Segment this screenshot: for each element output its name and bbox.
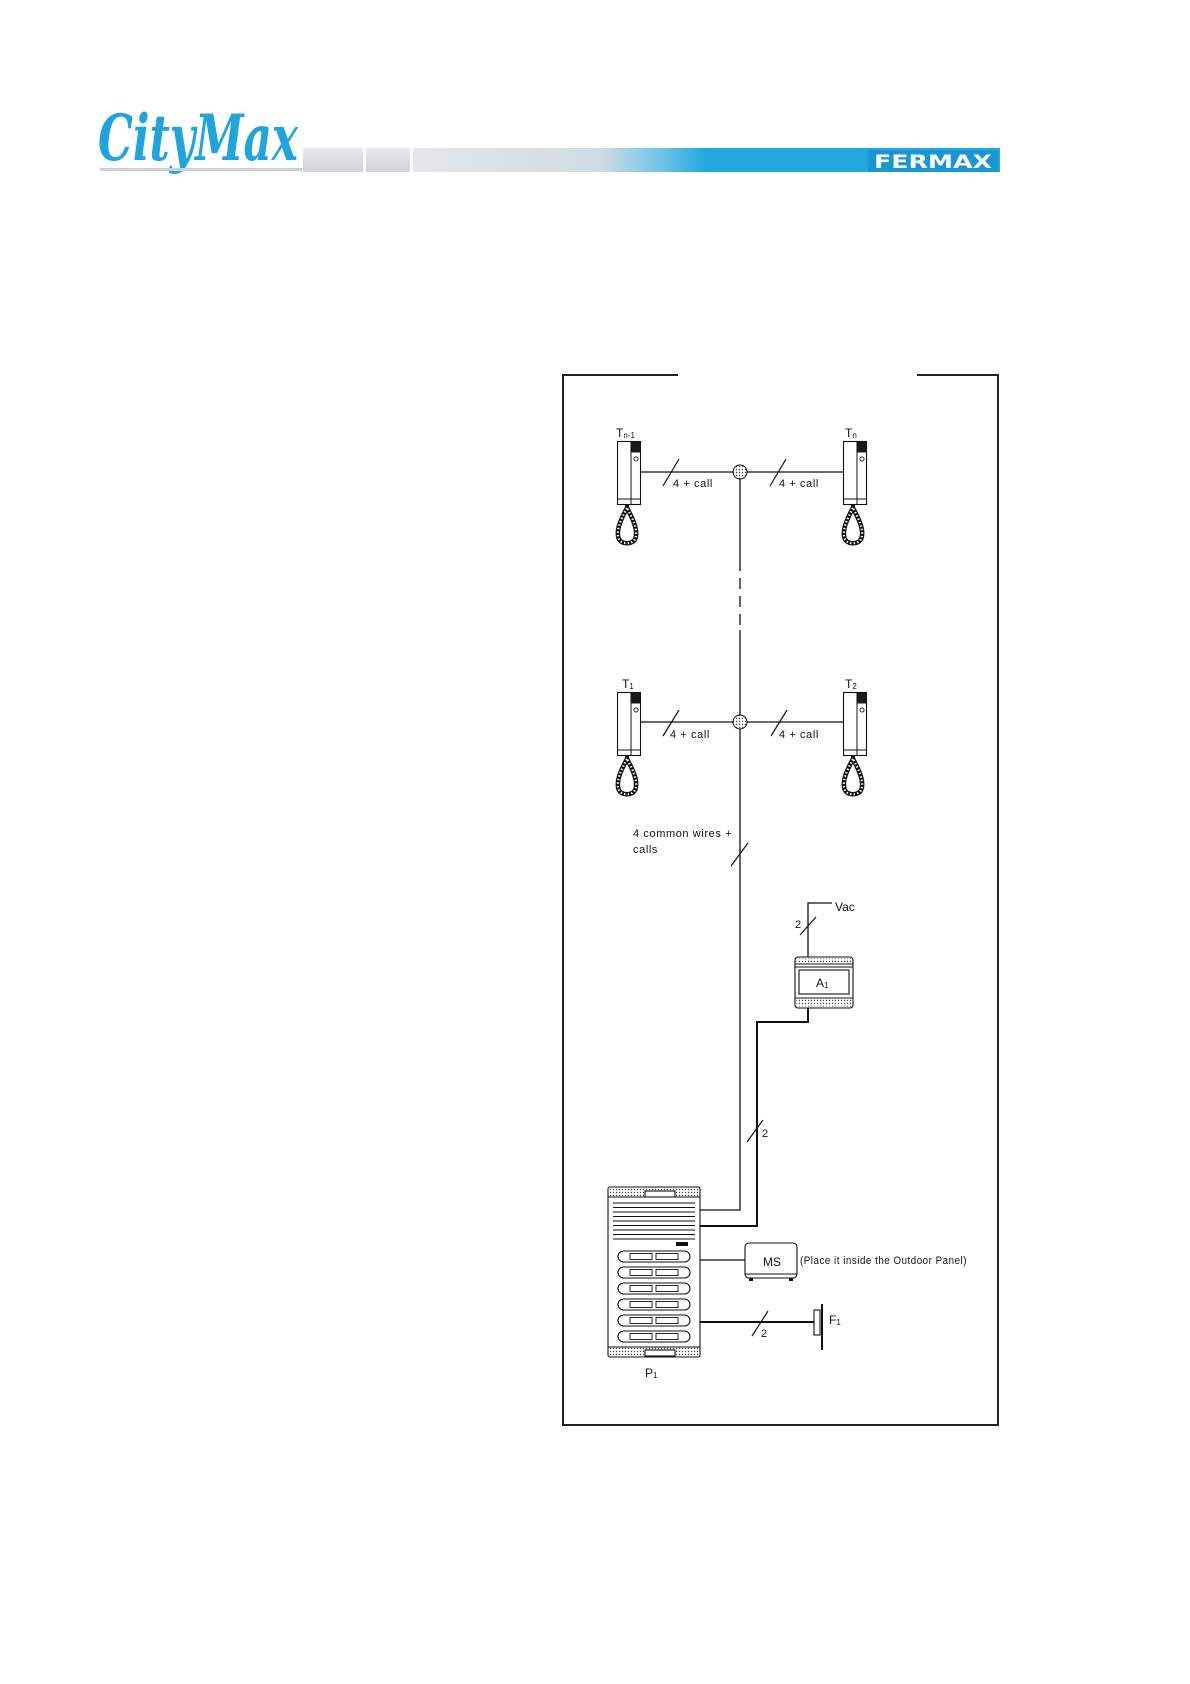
mains-wire-count: 2 [795, 919, 802, 931]
telephone-tn [844, 442, 867, 544]
fermax-logo: FERMAX [874, 151, 992, 173]
label-letter: P [645, 1366, 653, 1380]
label-t2: T2 [845, 677, 857, 691]
power-output-wire [700, 1008, 808, 1226]
power-supply-a1: A1 [795, 957, 853, 1008]
power-supply-top-vent [797, 959, 852, 964]
riser-label-line2: calls [633, 844, 658, 856]
call-button [618, 1331, 690, 1342]
lock-release-body [814, 1310, 820, 1335]
label-subscript: 1 [629, 682, 634, 691]
door-lock-wire-count: 2 [761, 1328, 768, 1340]
panel-button-row [618, 1283, 690, 1294]
logo-underline [100, 168, 302, 171]
riser-to-panel-wire [700, 729, 740, 1210]
telephone-tn-1 [618, 442, 641, 544]
call-button [618, 1283, 690, 1294]
header-bar-segment-2 [366, 148, 410, 172]
mains-input-label: Vac [835, 900, 855, 914]
power-output-wire-count: 2 [762, 1128, 769, 1140]
label-p1: P1 [645, 1366, 658, 1380]
label-subscript: 1 [653, 1371, 658, 1380]
header: CityMax FERMAX [98, 101, 1000, 176]
citymax-logo: CityMax [98, 101, 299, 176]
wire-label-tn: 4 + call [779, 478, 819, 490]
label-tn-1: Tn-1 [616, 426, 635, 440]
sound-module-label: MS [763, 1255, 781, 1269]
telephone-t2 [844, 693, 867, 795]
junction-box-upper [733, 465, 747, 479]
call-button [618, 1267, 690, 1278]
label-subscript: n-1 [623, 431, 635, 440]
panel-button-row [618, 1267, 690, 1278]
label-letter: F [829, 1313, 836, 1327]
sound-module-foot [789, 1278, 793, 1281]
label-tn: Tn [845, 426, 857, 440]
panel-button-row [618, 1315, 690, 1326]
mains-input-wire [808, 903, 832, 957]
junction-box-lower [733, 715, 747, 729]
power-supply-bottom-vent [797, 999, 852, 1007]
call-button [618, 1299, 690, 1310]
panel-button-row [618, 1251, 690, 1262]
panel-button-row [618, 1331, 690, 1342]
label-letter: A [816, 976, 824, 990]
panel-top-plate [645, 1191, 675, 1197]
label-subscript: 1 [824, 981, 829, 990]
label-subscript: n [852, 431, 856, 440]
panel-bottom-plate [645, 1350, 675, 1356]
door-lock-f1 [814, 1304, 822, 1350]
wire-label-tn-1: 4 + call [673, 478, 713, 490]
call-button [618, 1315, 690, 1326]
call-button [618, 1251, 690, 1262]
sound-module-note: (Place it inside the Outdoor Panel) [800, 1255, 967, 1267]
label-t1: T1 [622, 677, 634, 691]
header-bar-segment-1 [303, 148, 363, 172]
sound-module-foot [749, 1278, 753, 1281]
wiring-diagram: Tn-1 Tn 4 + call 4 + call T1 T2 4 + call… [563, 375, 998, 1425]
wire-count-slash [747, 1120, 763, 1142]
sound-module-ms: MS [745, 1243, 797, 1281]
telephone-t1 [618, 693, 641, 795]
label-subscript: 1 [836, 1318, 841, 1327]
label-f1: F1 [829, 1313, 841, 1327]
riser-label-line1: 4 common wires + [633, 828, 732, 840]
wire-label-t1: 4 + call [670, 729, 710, 741]
label-subscript: 2 [852, 682, 857, 691]
outdoor-panel-p1 [608, 1187, 700, 1357]
panel-indicator [676, 1242, 688, 1246]
wire-label-t2: 4 + call [779, 729, 819, 741]
panel-button-row [618, 1299, 690, 1310]
